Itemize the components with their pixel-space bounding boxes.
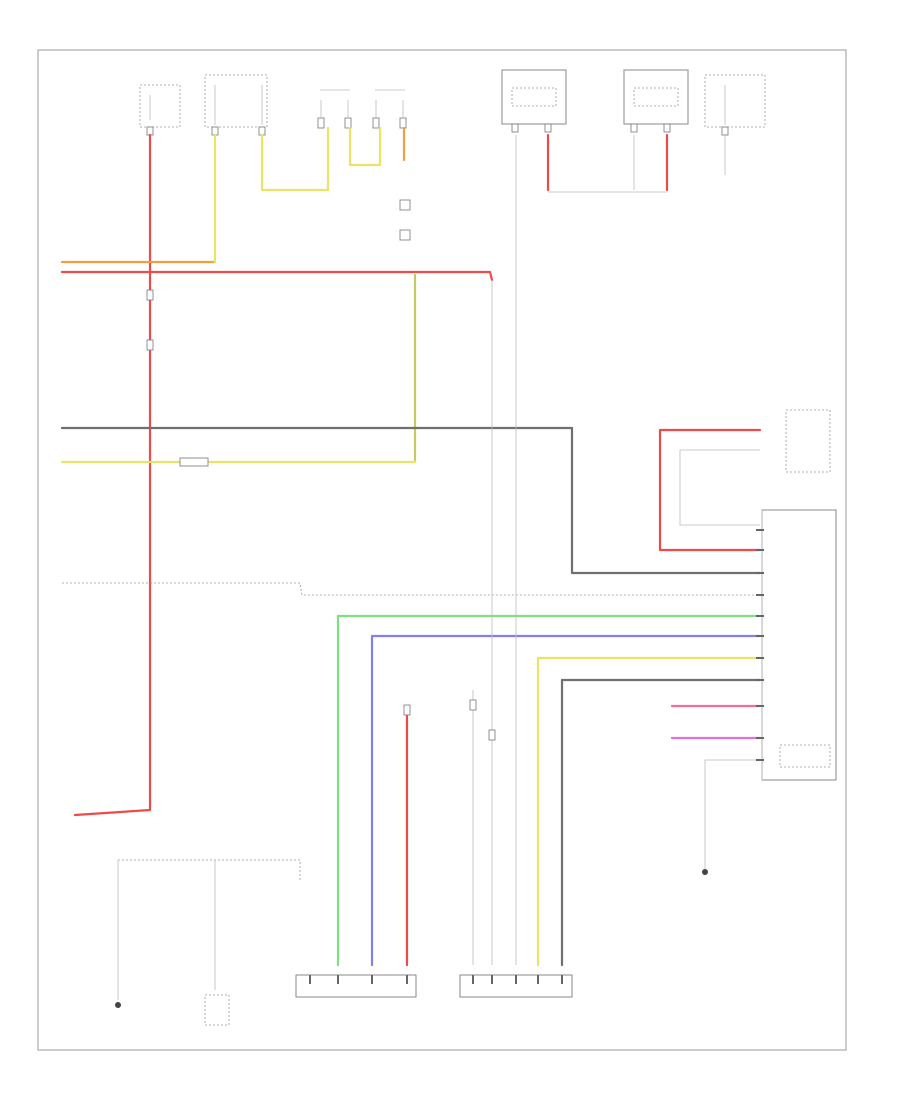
wire-red-horizontal [60, 270, 494, 282]
wire-yellow-ecm [536, 656, 762, 967]
diagram-border [37, 49, 847, 1051]
wire-gray-ecm [560, 678, 762, 967]
wire-red-ecm [658, 428, 762, 552]
wire-ground-right [704, 759, 760, 870]
right-crash-sensor [459, 974, 573, 998]
center-junction-b [372, 89, 407, 129]
hot-at-all-times-fuse [139, 84, 181, 136]
left-module [501, 69, 567, 133]
left-crash-sensor [295, 974, 417, 998]
engine-control-module [761, 409, 837, 781]
wire-gray-main [60, 426, 762, 575]
wire-ecm-sense [679, 449, 760, 526]
center-module [623, 69, 689, 133]
front-seat-sensor [204, 994, 230, 1026]
inline-connectors [146, 199, 496, 741]
wire-blue [370, 634, 762, 967]
wire-yellow-top-loop-2 [348, 126, 382, 167]
hot-in-run-fuse [204, 74, 268, 136]
ground-point-right [702, 869, 708, 875]
wire-green [336, 614, 762, 967]
ground-point-left [115, 1002, 121, 1008]
right-fuse [704, 74, 766, 136]
wire-red-main [73, 133, 152, 817]
wire-left-bottom [118, 859, 301, 880]
left-side-junction-a [317, 89, 352, 129]
wire-lightgray [62, 582, 760, 596]
ecm-pins [756, 529, 764, 761]
wire-yellow-top-loop [260, 126, 330, 192]
